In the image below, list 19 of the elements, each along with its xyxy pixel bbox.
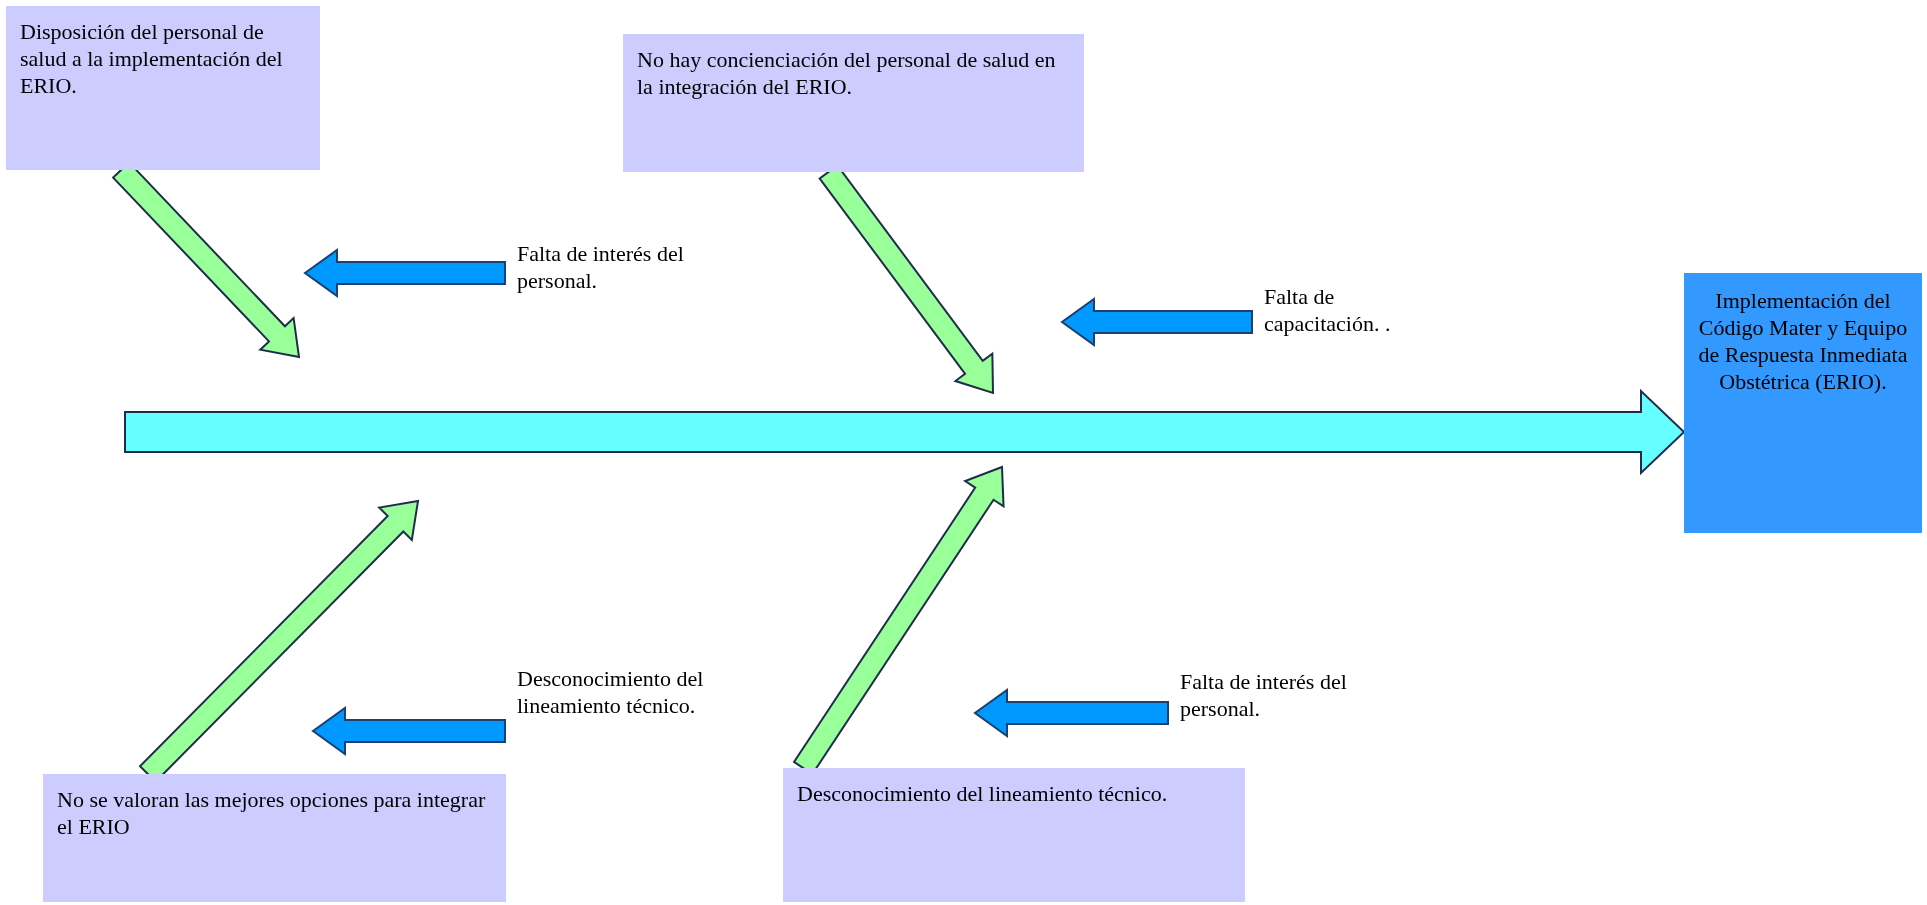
cause-text: Disposición del personal de salud a la implementación del ERIO. — [20, 18, 284, 99]
cause-box — [6, 6, 320, 170]
cause-text: No hay concienciación del personal de salud en la integración del ERIO. — [637, 46, 1057, 100]
cause-box — [623, 34, 1084, 172]
cause-label: Falta de interés del personal. — [1168, 668, 1368, 724]
cause-text: Desconocimiento del lineamiento técnico. — [797, 780, 1169, 807]
effect-box — [1684, 273, 1922, 533]
effect-text: Implementación del Código Mater y Equipo de Respuesta Inmediata Obstétrica (ERIO). — [1697, 287, 1909, 395]
block-arrow — [124, 388, 1686, 476]
cause-label: Desconocimiento del lineamiento técnico. — [505, 665, 715, 749]
block-arrow — [303, 248, 506, 298]
block-arrow — [973, 688, 1169, 738]
block-arrow — [1060, 297, 1253, 347]
cause-text: No se valoran las mejores opciones para integrar el ERIO — [57, 786, 487, 840]
block-arrow — [311, 706, 506, 756]
cause-label: Falta de interés del personal. — [505, 240, 705, 296]
cause-box — [783, 768, 1245, 902]
cause-label: Falta de capacitación. . — [1252, 283, 1432, 339]
cause-box — [43, 774, 506, 902]
